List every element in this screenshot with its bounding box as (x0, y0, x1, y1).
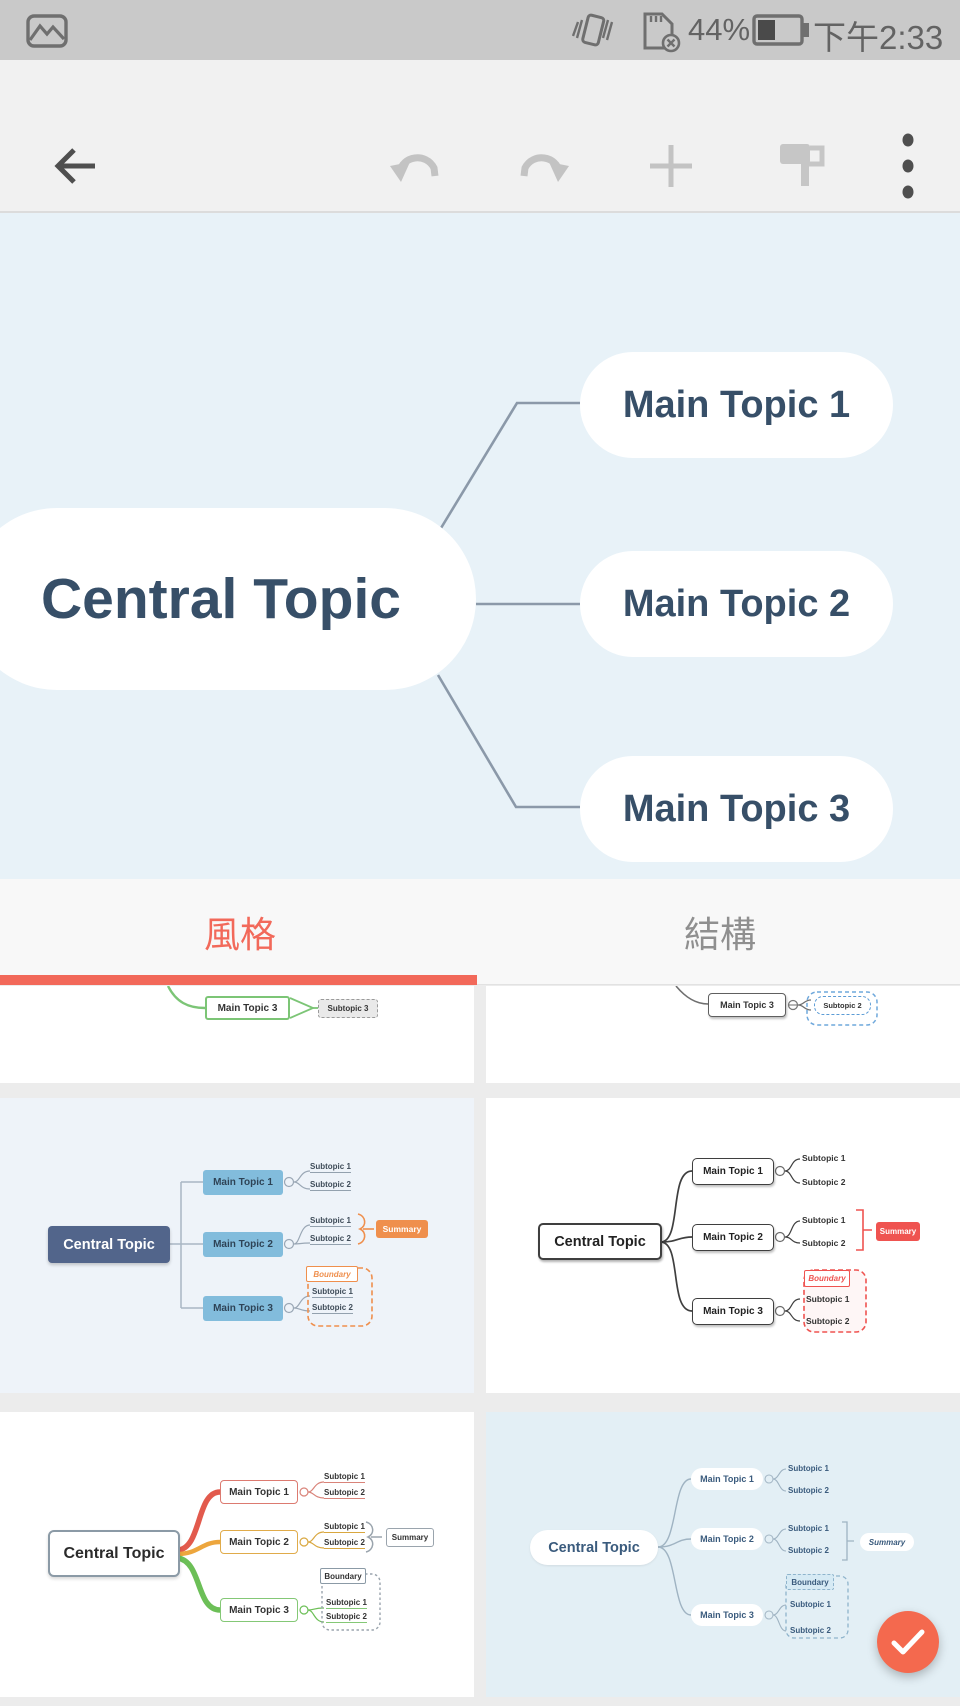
preview-subtopic: Subtopic 2 (806, 1316, 850, 1326)
preview-subtopic: Subtopic 2 (788, 1486, 829, 1495)
tab-structure[interactable]: 結構 (480, 879, 960, 985)
main-topic-2-node[interactable]: Main Topic 2 (580, 551, 893, 657)
preview-main-topic-1: Main Topic 1 (203, 1170, 283, 1195)
preview-central-topic: Central Topic (48, 1226, 170, 1263)
preview-main-topic-2: Main Topic 2 (692, 1224, 774, 1251)
confirm-fab-button[interactable] (877, 1611, 939, 1673)
preview-subtopic: Subtopic 2 (802, 1238, 846, 1248)
central-topic-node[interactable]: Central Topic (0, 508, 476, 690)
vibrate-icon (572, 13, 614, 47)
preview-boundary: Boundary (306, 1266, 358, 1282)
preview-main-topic-3: Main Topic 3 (203, 1296, 283, 1321)
main-topic-2-label: Main Topic 2 (622, 582, 851, 625)
tab-style[interactable]: 風格 (0, 879, 480, 985)
sd-card-disabled-icon (643, 12, 681, 53)
preview-subtopic: Subtopic 2 (326, 1612, 367, 1623)
undo-button[interactable] (388, 138, 444, 194)
add-topic-button[interactable] (643, 138, 699, 194)
preview-subtopic-3: Subtopic 3 (318, 999, 378, 1018)
preview-subtopic: Subtopic 1 (788, 1524, 829, 1533)
status-bar: 44% 下午2:33 (0, 0, 960, 60)
preview-subtopic: Subtopic 2 (788, 1546, 829, 1555)
preview-subtopic: Subtopic 2 (324, 1488, 365, 1499)
tab-structure-label: 結構 (683, 914, 756, 955)
preview-central-topic: Central Topic (538, 1223, 662, 1260)
overflow-menu-button[interactable] (880, 133, 936, 199)
preview-main-topic-2: Main Topic 2 (691, 1528, 763, 1550)
preview-subtopic: Subtopic 1 (310, 1216, 351, 1227)
preview-subtopic: Subtopic 1 (310, 1162, 351, 1173)
toolbar (0, 60, 960, 213)
preview-subtopic: Subtopic 2 (310, 1180, 351, 1191)
style-card-blue[interactable]: Central Topic Main Topic 1 Main Topic 2 … (0, 1098, 474, 1393)
mindmap-canvas[interactable]: Central Topic Main Topic 1 Main Topic 2 … (0, 213, 960, 879)
preview-central-topic: Central Topic (530, 1530, 658, 1565)
main-topic-3-node[interactable]: Main Topic 3 (580, 756, 893, 862)
preview-subtopic: Subtopic 2 (312, 1303, 353, 1314)
central-topic-label: Central Topic (41, 567, 401, 631)
style-card-mono[interactable]: Central Topic Main Topic 1 Main Topic 2 … (486, 1098, 960, 1393)
preview-boundary: Boundary (786, 1574, 834, 1590)
preview-subtopic: Subtopic 2 (324, 1538, 365, 1549)
preview-main-topic-3: Main Topic 3 (220, 1598, 298, 1622)
preview-main-topic-3: Main Topic 3 (691, 1604, 763, 1626)
preview-summary: Summary (876, 1222, 920, 1241)
preview-central-topic: Central Topic (48, 1530, 180, 1577)
preview-subtopic: Subtopic 1 (806, 1294, 850, 1304)
preview-subtopic: Subtopic 1 (324, 1522, 365, 1533)
tab-active-indicator (0, 975, 477, 985)
preview-main-topic-3: Main Topic 3 (205, 996, 290, 1020)
preview-subtopic: Subtopic 1 (326, 1598, 367, 1609)
preview-subtopic-2: Subtopic 2 (814, 996, 871, 1015)
preview-subtopic: Subtopic 2 (310, 1234, 351, 1245)
tab-style-label: 風格 (203, 914, 276, 955)
preview-main-topic-3: Main Topic 3 (708, 993, 786, 1017)
style-card-green[interactable]: Main Topic 3 Subtopic 3 (0, 986, 474, 1083)
preview-boundary: Boundary (804, 1270, 850, 1287)
style-card-sketch[interactable]: Main Topic 3 Subtopic 2 (486, 986, 960, 1083)
redo-button[interactable] (515, 138, 571, 194)
canvas-connectors (436, 401, 580, 809)
preview-subtopic: Subtopic 1 (312, 1287, 353, 1298)
style-card-blue-lines (170, 1170, 374, 1327)
preview-subtopic: Subtopic 1 (802, 1215, 846, 1225)
preview-subtopic: Subtopic 1 (802, 1153, 846, 1163)
clock-text: 下午2:33 (813, 19, 944, 56)
preview-boundary: Boundary (320, 1568, 366, 1584)
format-button[interactable] (774, 138, 830, 194)
preview-subtopic: Subtopic 1 (790, 1600, 831, 1609)
battery-percent: 44% (688, 12, 751, 47)
preview-summary: Summary (860, 1533, 914, 1551)
preview-subtopic: Subtopic 2 (802, 1177, 846, 1187)
main-topic-3-label: Main Topic 3 (622, 787, 851, 830)
preview-subtopic: Subtopic 1 (324, 1472, 365, 1483)
style-card-colorful[interactable]: Central Topic Main Topic 1 Main Topic 2 … (0, 1412, 474, 1697)
preview-main-topic-1: Main Topic 1 (220, 1480, 298, 1504)
style-card-colorful-lines (175, 1481, 382, 1631)
preview-subtopic: Subtopic 1 (788, 1464, 829, 1473)
main-topic-1-node[interactable]: Main Topic 1 (580, 352, 893, 458)
style-card-green-lines (166, 986, 318, 1019)
check-icon (891, 1629, 925, 1655)
style-card-sketch-lines (675, 986, 878, 1026)
battery-icon (752, 14, 809, 46)
panel-tabbar: 風格 結構 (0, 879, 960, 985)
preview-main-topic-3: Main Topic 3 (692, 1298, 774, 1325)
preview-main-topic-2: Main Topic 2 (203, 1232, 283, 1257)
preview-summary: Summary (376, 1220, 428, 1238)
main-topic-1-label: Main Topic 1 (622, 383, 851, 426)
preview-subtopic: Subtopic 2 (790, 1626, 831, 1635)
preview-summary: Summary (386, 1528, 434, 1547)
gallery-icon (26, 14, 68, 48)
back-button[interactable] (47, 138, 103, 194)
preview-main-topic-2: Main Topic 2 (220, 1530, 298, 1554)
preview-main-topic-1: Main Topic 1 (691, 1468, 763, 1490)
preview-main-topic-1: Main Topic 1 (692, 1158, 774, 1185)
